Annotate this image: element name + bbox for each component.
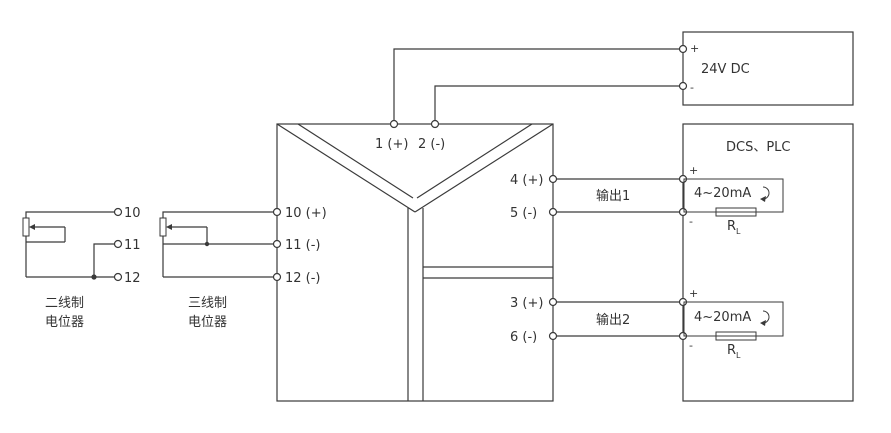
node-10-label: 10	[124, 206, 141, 221]
resistor-2-sub: L	[736, 351, 741, 360]
power-supply-label: 24V DC	[701, 62, 750, 77]
node-12	[113, 272, 123, 282]
three-wire-label-2: 电位器	[188, 315, 227, 330]
power-wires	[393, 48, 680, 121]
two-wire-potentiometer: 10 11 12 二线制 电位器	[22, 206, 141, 330]
power-minus-sign: -	[690, 81, 694, 94]
terminal-6	[548, 331, 558, 341]
output-2-loop	[683, 301, 784, 337]
load-resistor-2	[715, 331, 757, 341]
terminal-1-label: 1 (+)	[375, 137, 408, 152]
terminal-5-label: 5 (-)	[510, 206, 537, 221]
potentiometer-icon	[159, 217, 167, 237]
three-wire-label-1: 三线制	[188, 296, 227, 311]
terminal-11-label: 11 (-)	[285, 238, 321, 253]
isolator-module	[276, 123, 554, 402]
terminal-3-label: 3 (+)	[510, 296, 543, 311]
output-2: 3 (+) 6 (-) 输出2 + - 4~20mA R L	[510, 287, 784, 360]
output-2-signal: 4~20mA	[694, 310, 751, 325]
terminal-10	[272, 207, 282, 217]
node-11-label: 11	[124, 238, 141, 253]
dcs-plc-box: DCS、PLC	[682, 123, 854, 402]
output-1-loop	[683, 178, 784, 213]
output-2-minus-sign: -	[689, 339, 693, 352]
terminal-6-label: 6 (-)	[510, 330, 537, 345]
terminal-2-label: 2 (-)	[418, 137, 445, 152]
terminal-4	[548, 174, 558, 184]
load-resistor-1	[715, 207, 757, 217]
dcs-plc-label: DCS、PLC	[726, 140, 791, 155]
output-1-minus-sign: -	[689, 215, 693, 228]
resistor-1-sub: L	[736, 227, 741, 236]
terminal-12-label: 12 (-)	[285, 271, 321, 286]
output-1-plus-sign: +	[689, 164, 698, 177]
output-2-plus-sign: +	[689, 287, 698, 300]
terminal-12	[272, 272, 282, 282]
node-11	[113, 239, 123, 249]
potentiometer-icon	[22, 217, 30, 237]
terminal-1	[389, 119, 399, 129]
two-wire-label-1: 二线制	[45, 296, 84, 311]
terminal-5	[548, 207, 558, 217]
node-10	[113, 207, 123, 217]
node-12-label: 12	[124, 271, 141, 286]
resistor-1-label: R	[727, 219, 736, 234]
two-wire-label-2: 电位器	[45, 315, 84, 330]
output-2-label: 输出2	[596, 312, 630, 328]
power-plus-terminal	[678, 44, 688, 54]
power-plus-sign: +	[690, 42, 699, 55]
output-1-label: 输出1	[596, 188, 630, 204]
three-wire-potentiometer: 三线制 电位器	[159, 211, 274, 330]
terminal-3	[548, 297, 558, 307]
top-terminals: 1 (+) 2 (-)	[375, 119, 445, 152]
terminal-2	[430, 119, 440, 129]
output-1-signal: 4~20mA	[694, 186, 751, 201]
power-minus-terminal	[678, 81, 688, 91]
terminal-10-label: 10 (+)	[285, 206, 327, 221]
power-supply: 24V DC + -	[678, 31, 854, 106]
terminal-11	[272, 239, 282, 249]
output-1: 4 (+) 5 (-) 输出1 + - 4~20mA R L	[510, 164, 784, 236]
terminal-4-label: 4 (+)	[510, 173, 543, 188]
input-terminals: 10 (+) 11 (-) 12 (-)	[272, 206, 327, 286]
resistor-2-label: R	[727, 343, 736, 358]
